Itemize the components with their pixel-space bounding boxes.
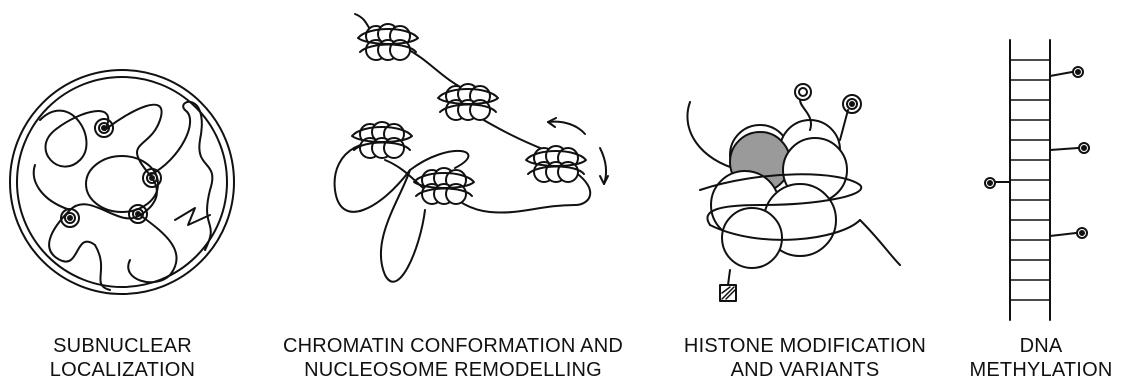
chromatin-illustration (335, 14, 608, 282)
dna-methylation-illustration (985, 40, 1089, 320)
caption-line: SUBNUCLEAR (0, 334, 245, 358)
caption-line: DNA (955, 334, 1127, 358)
caption-subnuclear-localization: SUBNUCLEAR LOCALIZATION (0, 334, 245, 382)
nucleus-illustration (10, 70, 234, 294)
caption-line: CHROMATIN CONFORMATION AND (248, 334, 658, 358)
caption-line: HISTONE MODIFICATION (655, 334, 955, 358)
caption-line: METHYLATION (955, 358, 1127, 382)
caption-histone-modification: HISTONE MODIFICATION AND VARIANTS (655, 334, 955, 382)
caption-line: NUCLEOSOME REMODELLING (248, 358, 658, 382)
histone-illustration (687, 84, 900, 301)
caption-dna-methylation: DNA METHYLATION (955, 334, 1127, 382)
caption-line: AND VARIANTS (655, 358, 955, 382)
caption-line: LOCALIZATION (0, 358, 245, 382)
caption-chromatin-conformation: CHROMATIN CONFORMATION AND NUCLEOSOME RE… (248, 334, 658, 382)
